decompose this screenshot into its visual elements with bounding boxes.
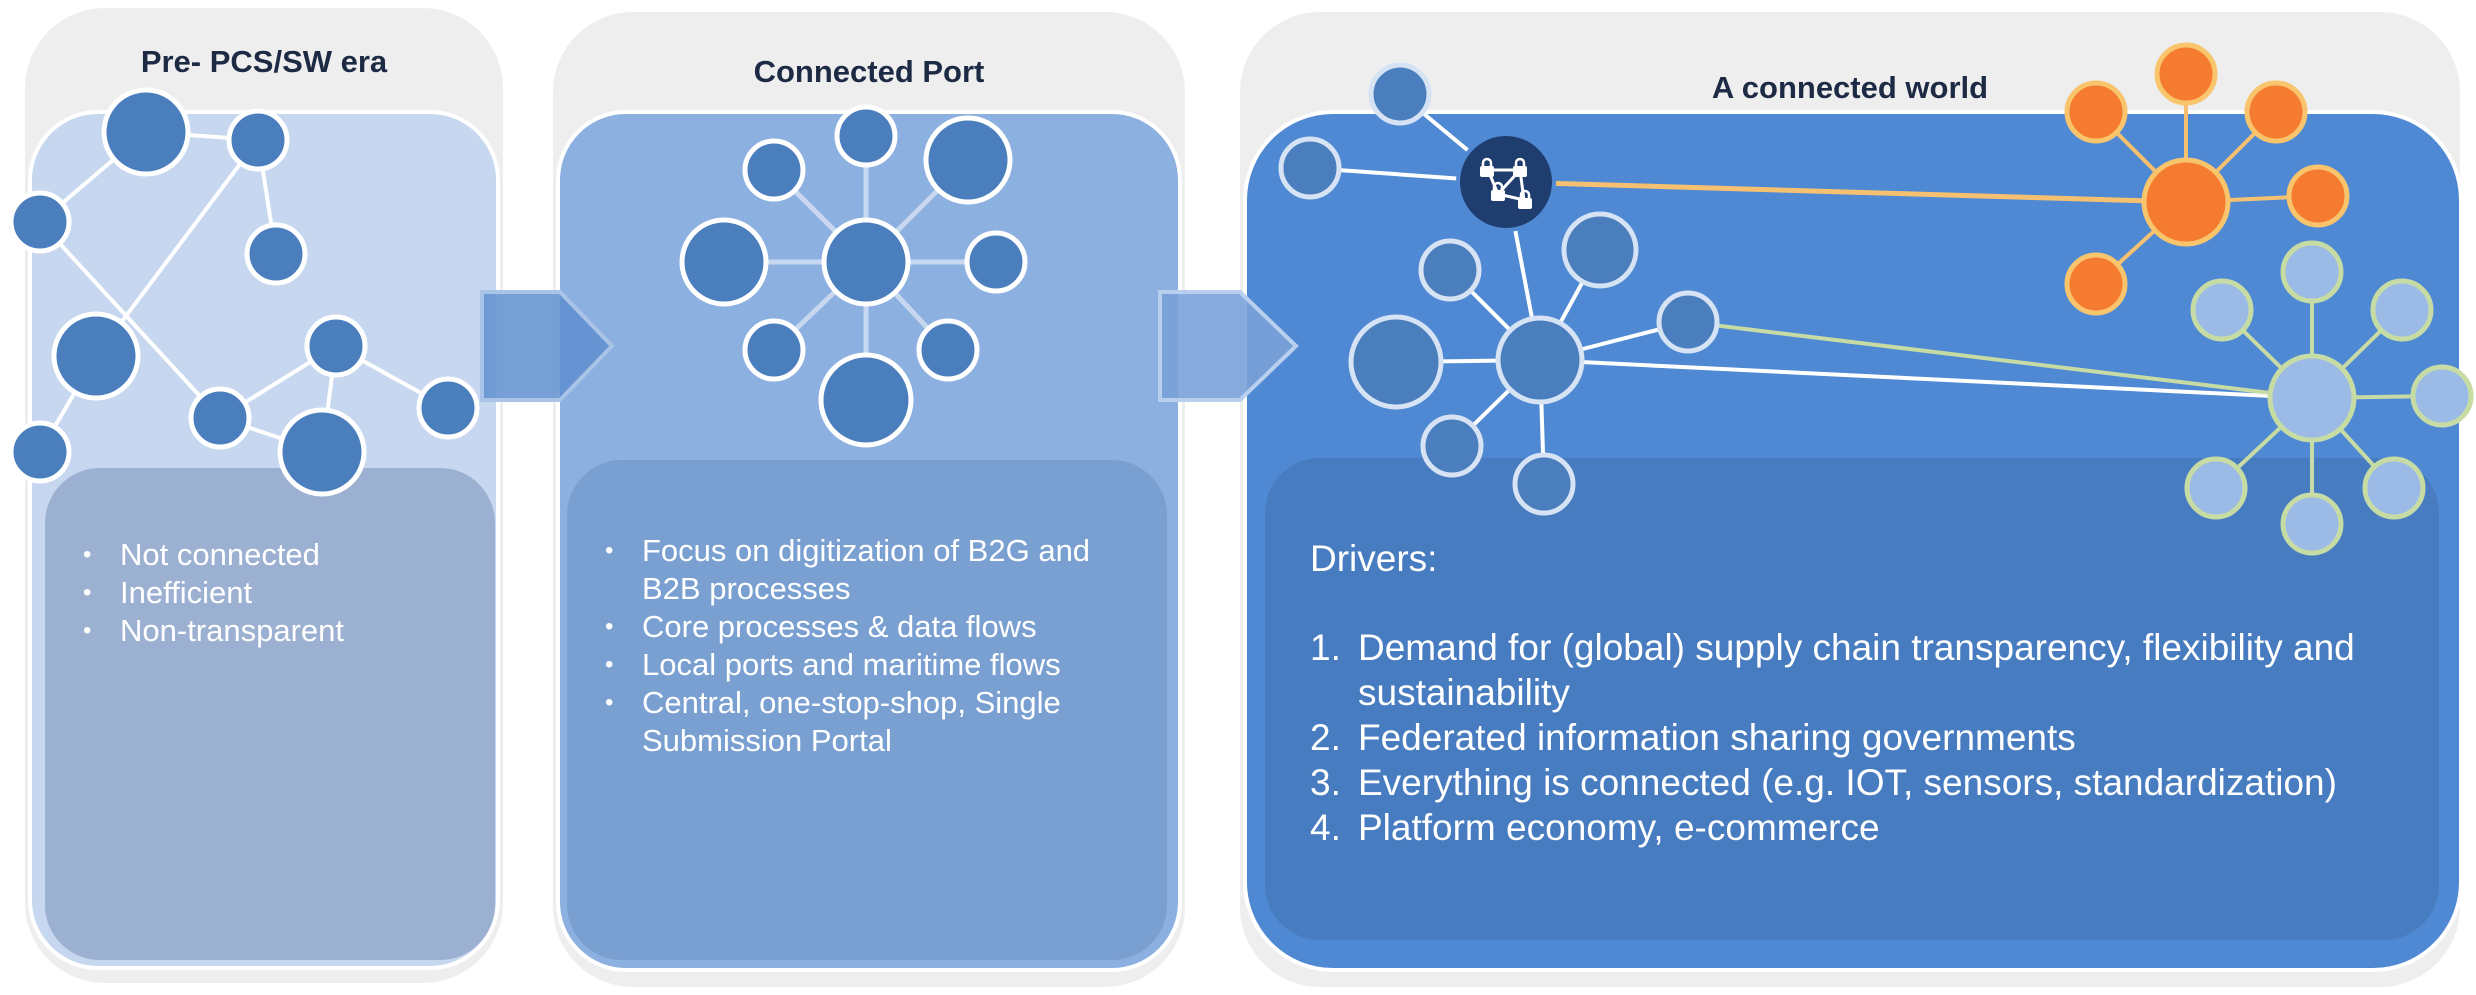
driver-item: 2. Federated information sharing governme… xyxy=(1310,715,2419,760)
network-node xyxy=(101,87,191,177)
network-node xyxy=(1368,62,1432,126)
bullet-item: Inefficient xyxy=(83,574,495,612)
network-node xyxy=(244,222,308,286)
network-node xyxy=(2064,80,2128,144)
drivers-list: 1. Demand for (global) supply chain trans… xyxy=(1310,625,2419,850)
panel-connected-port-bullets: Focus on digitization of B2G and B2B pro… xyxy=(605,532,1147,760)
network-node xyxy=(818,352,914,448)
network-node xyxy=(51,311,141,401)
driver-item: 4. Platform economy, e-commerce xyxy=(1310,805,2419,850)
network-node xyxy=(2280,492,2344,556)
network-node xyxy=(2370,278,2434,342)
network-node xyxy=(188,386,252,450)
network-node xyxy=(2190,278,2254,342)
network-hub-node xyxy=(1495,315,1585,405)
network-node xyxy=(8,190,72,254)
network-node xyxy=(2362,456,2426,520)
bullet-item: Core processes & data flows xyxy=(605,608,1147,646)
network-node xyxy=(8,420,72,484)
panel-connected-port-text-box: Focus on digitization of B2G and B2B pro… xyxy=(567,460,1167,960)
network-node xyxy=(1348,314,1444,410)
network-node xyxy=(916,318,980,382)
drivers-heading: Drivers: xyxy=(1310,538,1438,579)
network-node xyxy=(1420,414,1484,478)
network-lock-icon xyxy=(1456,132,1556,232)
network-orange-nodes xyxy=(2064,42,2350,316)
network-node xyxy=(742,138,806,202)
network-node xyxy=(1656,290,1720,354)
panel-connected-world-title: A connected world xyxy=(1711,70,1989,105)
network-node xyxy=(1512,452,1576,516)
network-connected-port-nodes xyxy=(679,104,1028,448)
bullet-item: Focus on digitization of B2G and B2B pro… xyxy=(605,532,1147,608)
driver-text: Demand for (global) supply chain transpa… xyxy=(1358,627,2355,713)
panel-pre-pcs-text-box: Not connected Inefficient Non-transparen… xyxy=(45,468,495,960)
network-node xyxy=(277,407,367,497)
network-node xyxy=(2154,42,2218,106)
network-node xyxy=(2244,80,2308,144)
network-pre-pcs-nodes xyxy=(8,87,480,497)
panel-pre-pcs-bullets: Not connected Inefficient Non-transparen… xyxy=(83,536,495,650)
network-connected-world-blue-nodes xyxy=(1278,62,1720,516)
network-node xyxy=(416,376,480,440)
chevron-arrow-icon xyxy=(480,290,615,402)
driver-text: Everything is connected (e.g. IOT, senso… xyxy=(1358,762,2337,803)
panel-connected-world-text-box: Drivers: 1. Demand for (global) supply ch… xyxy=(1265,458,2439,940)
network-hub-node xyxy=(2141,157,2231,247)
network-node xyxy=(1278,136,1342,200)
driver-number: 1. xyxy=(1310,627,1341,668)
network-hub-node xyxy=(2267,353,2357,443)
driver-item: 3. Everything is connected (e.g. IOT, sen… xyxy=(1310,760,2419,805)
network-light-nodes xyxy=(2184,240,2474,556)
network-node xyxy=(226,108,290,172)
network-node xyxy=(2064,252,2128,316)
network-node xyxy=(1561,211,1639,289)
driver-item: 1. Demand for (global) supply chain trans… xyxy=(1310,625,2419,715)
network-node xyxy=(2410,364,2474,428)
network-node xyxy=(834,104,898,168)
chevron-arrow-icon xyxy=(1158,290,1299,402)
network-hub-node xyxy=(821,217,911,307)
driver-number: 4. xyxy=(1310,807,1341,848)
driver-number: 3. xyxy=(1310,762,1341,803)
driver-number: 2. xyxy=(1310,717,1341,758)
panel-connected-port-title: Connected Port xyxy=(753,54,985,89)
network-node xyxy=(304,314,368,378)
network-node xyxy=(2184,456,2248,520)
panel-pre-pcs-title: Pre- PCS/SW era xyxy=(140,44,388,79)
network-node xyxy=(1418,238,1482,302)
bullet-item: Not connected xyxy=(83,536,495,574)
network-node xyxy=(679,217,769,307)
network-node xyxy=(2286,164,2350,228)
network-node xyxy=(2280,240,2344,304)
driver-text: Platform economy, e-commerce xyxy=(1358,807,1880,848)
network-node xyxy=(923,115,1013,205)
network-node xyxy=(964,230,1028,294)
network-node xyxy=(742,318,806,382)
bullet-item: Local ports and maritime flows xyxy=(605,646,1147,684)
bullet-item: Non-transparent xyxy=(83,612,495,650)
bullet-item: Central, one-stop-shop, Single Submissio… xyxy=(605,684,1147,760)
driver-text: Federated information sharing government… xyxy=(1358,717,2076,758)
